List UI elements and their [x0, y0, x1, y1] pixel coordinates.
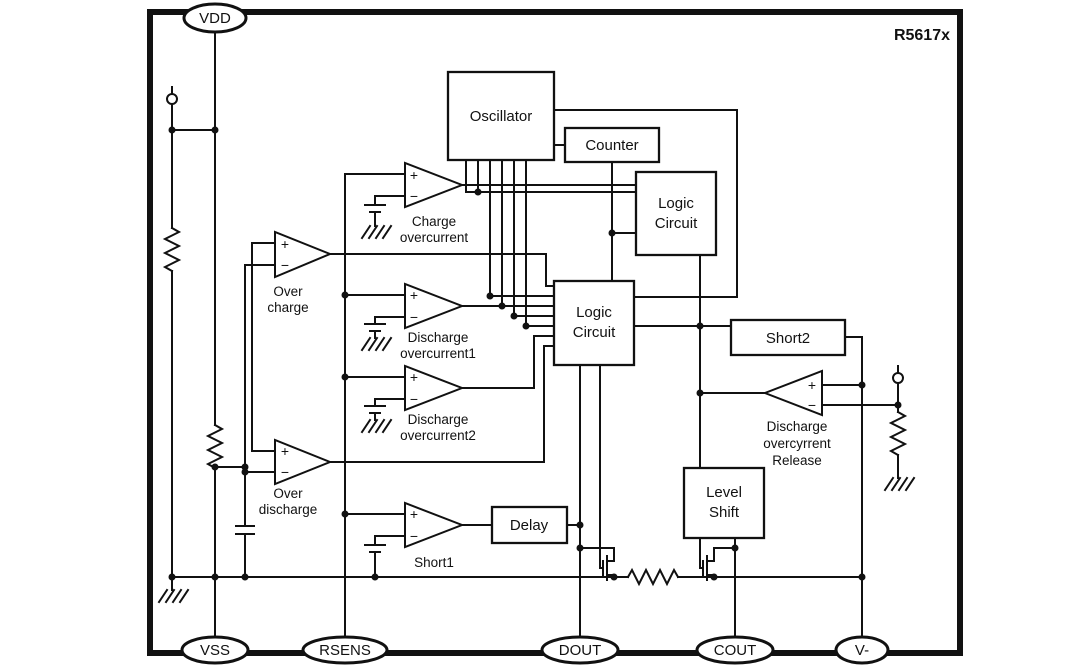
pin-dout [540, 635, 620, 665]
pin-vminus-label: V- [855, 642, 869, 659]
block-level-shift [682, 466, 766, 540]
comparator-discharge-overcurrent1 [404, 282, 465, 330]
pin-vminus [834, 635, 890, 665]
charge-oc-label-1: Charge [412, 214, 456, 229]
pin-vdd [182, 2, 248, 34]
over-charge-label-1: Over [273, 284, 303, 299]
interconnect-wires [171, 31, 899, 638]
block-counter [563, 126, 661, 164]
over-discharge-label-2: discharge [259, 502, 318, 517]
discharge-oc1-plus-sign: + [410, 287, 418, 303]
delay-label: Delay [510, 517, 549, 534]
pin-rsens-label: RSENS [319, 642, 371, 659]
block-oscillator [446, 70, 556, 162]
discharge-oc2-minus-sign: − [410, 391, 418, 407]
level-shift-label-1: Level [706, 484, 742, 501]
charge-oc-minus-sign: − [410, 188, 418, 204]
release-minus-sign: − [808, 397, 816, 413]
capacitor-over-discharge [235, 525, 255, 535]
block-logic-circuit-mid [552, 279, 636, 367]
discharge-oc1-label-2: overcurrent1 [400, 346, 476, 361]
block-short2 [729, 318, 847, 357]
release-plus-sign: + [808, 377, 816, 393]
reference-source-charge-oc [364, 204, 386, 213]
over-discharge-plus-sign: + [281, 443, 289, 459]
over-charge-label-2: charge [267, 300, 308, 315]
over-charge-plus-sign: + [281, 236, 289, 252]
logic-top-label-1: Logic [658, 195, 694, 212]
pin-cout [695, 635, 775, 665]
discharge-oc1-label-1: Discharge [408, 330, 469, 345]
charge-oc-plus-sign: + [410, 167, 418, 183]
logic-top-label-2: Circuit [655, 215, 698, 232]
short1-plus-sign: + [410, 506, 418, 522]
pin-dout-label: DOUT [559, 642, 602, 659]
discharge-oc2-plus-sign: + [410, 369, 418, 385]
release-label-2: overcyrrent [763, 436, 831, 451]
release-label-3: Release [772, 453, 822, 468]
pin-rsens [301, 635, 389, 665]
mosfet-dout [579, 547, 615, 581]
block-delay [490, 505, 569, 545]
ground-symbol-right [883, 476, 916, 492]
pin-cout-label: COUT [714, 642, 757, 659]
short2-label: Short2 [766, 330, 810, 347]
logic-mid-label-2: Circuit [573, 324, 616, 341]
short1-label: Short1 [414, 555, 454, 570]
pin-vss-label: VSS [200, 642, 230, 659]
short1-minus-sign: − [410, 528, 418, 544]
reference-source-short1 [364, 544, 386, 553]
comparator-over-discharge [274, 438, 333, 486]
comparator-over-charge [274, 230, 333, 279]
charge-oc-label-2: overcurrent [400, 230, 469, 245]
terminal-left-circle [166, 93, 178, 105]
comparator-discharge-overcurrent2 [404, 364, 465, 412]
discharge-oc1-minus-sign: − [410, 309, 418, 325]
mosfet-cout [702, 547, 736, 581]
ground-symbol-discharge-oc1 [360, 336, 393, 352]
logic-mid-label-1: Logic [576, 304, 612, 321]
comparator-discharge-overcurrent-release [762, 369, 823, 417]
over-discharge-minus-sign: − [281, 464, 289, 480]
level-shift-label-2: Shift [709, 504, 740, 521]
oscillator-label: Oscillator [470, 108, 533, 125]
terminal-right-circle [892, 372, 904, 384]
ground-symbol-charge-oc [360, 224, 393, 240]
counter-label: Counter [585, 137, 638, 154]
resistor-output-rail [626, 567, 680, 587]
ground-symbol-discharge-oc2 [360, 418, 393, 434]
comparator-charge-overcurrent [404, 161, 465, 209]
over-charge-minus-sign: − [281, 257, 289, 273]
junction-dots [168, 126, 902, 581]
over-discharge-label-1: Over [273, 486, 303, 501]
reference-source-discharge-oc1 [364, 323, 386, 332]
resistor-vminus-sense [888, 410, 908, 457]
block-logic-circuit-top [634, 170, 718, 257]
pin-vdd-label: VDD [199, 10, 231, 27]
comparator-short1 [404, 501, 465, 549]
pin-vss [180, 635, 250, 665]
part-number-label: R5617x [894, 27, 950, 44]
discharge-oc2-label-2: overcurrent2 [400, 428, 476, 443]
resistor-divider-bottom [205, 423, 225, 470]
discharge-oc2-label-1: Discharge [408, 412, 469, 427]
reference-source-discharge-oc2 [364, 405, 386, 414]
resistor-divider-top [162, 226, 182, 273]
release-label-1: Discharge [767, 419, 828, 434]
ground-symbol-left [157, 588, 190, 604]
